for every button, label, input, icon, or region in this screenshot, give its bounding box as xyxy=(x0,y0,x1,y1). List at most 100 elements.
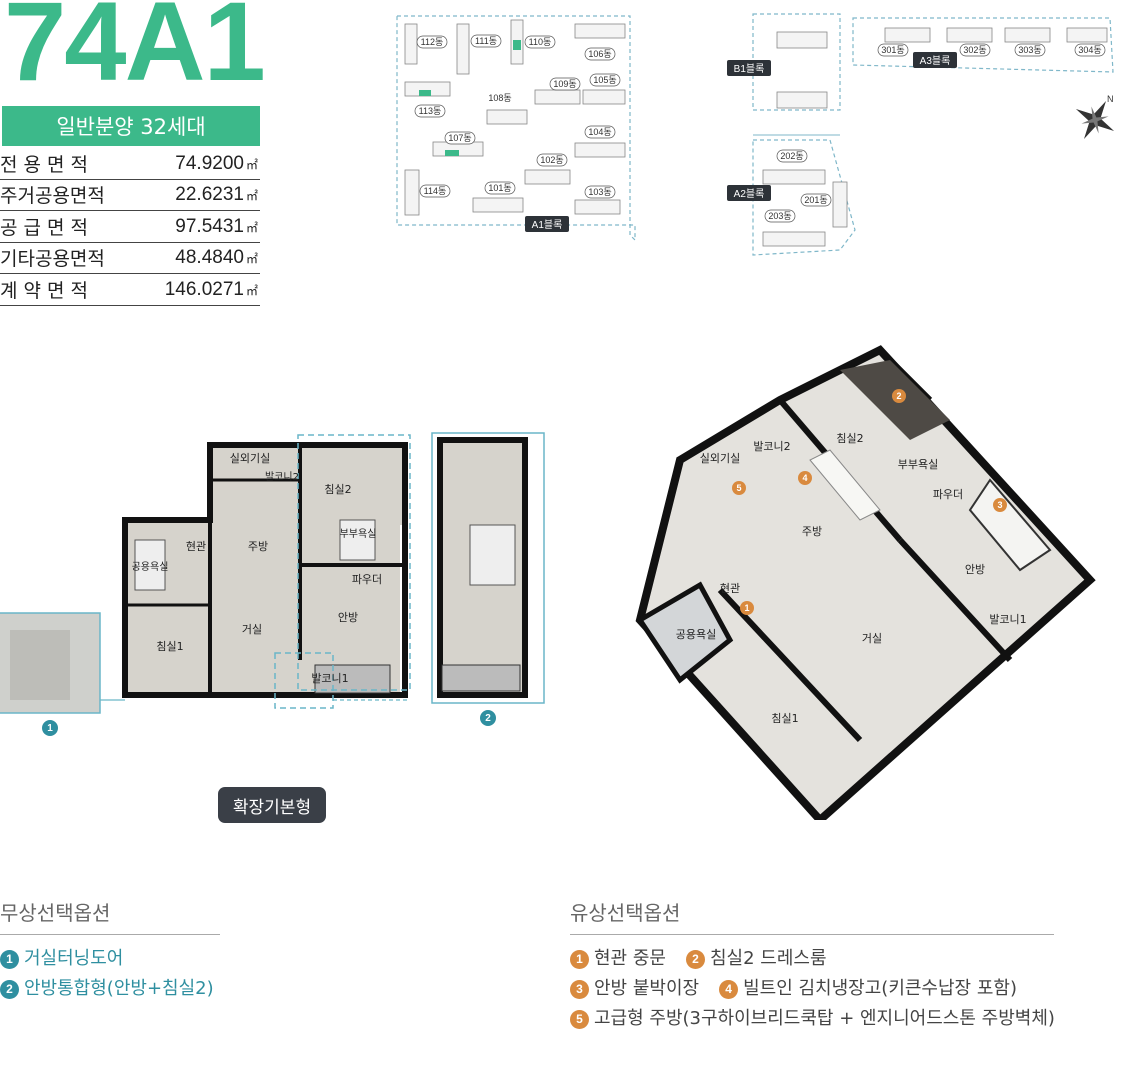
building-label: 303동 xyxy=(1014,43,1046,57)
building-shape xyxy=(486,109,528,125)
3d-marker-5: 5 xyxy=(736,483,741,493)
option-number: 1 xyxy=(0,949,19,969)
option2-zone xyxy=(297,434,411,691)
building-shape xyxy=(472,197,524,213)
floor-plan-3d: 실외기실 발코니2 침실2 부부욕실 파우더 주방 안방 현관 공용욕실 거실 … xyxy=(635,345,1096,820)
room-label-master: 안방 xyxy=(338,611,358,624)
option-text: 거실터닝도어 xyxy=(24,948,124,969)
svg-text:111동: 111동 xyxy=(475,36,497,46)
3d-marker-circle xyxy=(732,481,746,495)
building-shape xyxy=(1004,27,1051,43)
option-marker-1: 1 xyxy=(42,720,58,736)
option-number: 2 xyxy=(0,979,19,999)
svg-text:B1블록: B1블록 xyxy=(734,63,765,75)
building-shape xyxy=(574,142,626,158)
option2-detail xyxy=(431,432,545,704)
area-label: 기타공용면적 xyxy=(0,248,105,271)
building-shape xyxy=(762,169,826,185)
svg-text:A1블록: A1블록 xyxy=(532,219,563,231)
area-value: 22.6231 xyxy=(175,184,244,206)
3d-label-bedroom1: 침실1 xyxy=(771,712,798,725)
svg-text:104동: 104동 xyxy=(588,127,611,137)
room-label-utility: 실외기실 xyxy=(230,452,270,465)
option-number: 3 xyxy=(570,979,589,999)
building-shape xyxy=(582,89,626,105)
room-label-master-bath: 부부욕실 xyxy=(340,528,377,540)
svg-text:N: N xyxy=(1107,94,1114,104)
paid-options-divider xyxy=(570,934,1054,935)
type-badge: 확장기본형 xyxy=(218,787,326,823)
option-text: 안방통합형(안방+침실2) xyxy=(24,978,214,999)
3d-label-powder: 파우더 xyxy=(933,488,963,501)
building-shape xyxy=(574,199,621,215)
room-label-balcony1: 발코니1 xyxy=(311,672,348,685)
3d-label-utility: 실외기실 xyxy=(700,452,740,465)
building-shape xyxy=(776,31,828,49)
room-label-living: 거실 xyxy=(242,623,262,636)
area-value: 146.0271 xyxy=(164,278,244,300)
3d-marker-circle xyxy=(892,389,906,403)
building-shape xyxy=(1066,27,1108,43)
building-shape xyxy=(456,23,470,75)
area-unit: ㎡ xyxy=(245,283,258,298)
building-label: 302동 xyxy=(959,43,991,57)
free-options-divider xyxy=(0,934,220,935)
svg-text:101동: 101동 xyxy=(488,183,511,193)
block-label-b1: B1블록 xyxy=(727,60,771,76)
svg-text:202동: 202동 xyxy=(780,151,803,161)
svg-text:103동: 103동 xyxy=(588,187,611,197)
svg-text:108동: 108동 xyxy=(488,93,511,103)
svg-text:301동: 301동 xyxy=(881,45,904,55)
building-label: 304동 xyxy=(1074,43,1106,57)
b1-boundary xyxy=(752,13,841,111)
3d-marker-4: 4 xyxy=(802,473,807,483)
free-options-title: 무상선택옵션 xyxy=(0,901,111,925)
option-text: 고급형 주방(3구하이브리드쿡탑 + 엔지니어드스톤 주방벽체) xyxy=(594,1008,1055,1029)
building-label: 102동 xyxy=(536,153,568,167)
building-label: 105동 xyxy=(589,73,621,87)
highlight-unit xyxy=(419,90,431,96)
area-unit: ㎡ xyxy=(245,157,258,172)
building-shape xyxy=(524,169,571,185)
3d-label-bedroom2: 침실2 xyxy=(836,432,863,445)
option2-detail-balcony xyxy=(441,664,521,692)
plan-walls xyxy=(122,442,408,698)
area-unit: ㎡ xyxy=(245,252,258,267)
svg-text:107동: 107동 xyxy=(448,133,471,143)
building-label: 103동 xyxy=(584,185,616,199)
3d-marker-circle xyxy=(798,471,812,485)
area-label: 공 급 면 적 xyxy=(0,216,89,239)
building-label: 109동 xyxy=(549,77,581,91)
unit-type-title: 74A1 xyxy=(4,0,266,104)
option-number: 4 xyxy=(719,979,739,999)
building-shape xyxy=(946,27,993,43)
block-label-a1: A1블록 xyxy=(525,216,569,232)
svg-text:A3블록: A3블록 xyxy=(920,55,951,67)
room-label-kitchen: 주방 xyxy=(248,540,268,553)
area-value: 97.5431 xyxy=(175,215,244,237)
3d-label-balcony1: 발코니1 xyxy=(989,613,1026,626)
option-text: 현관 중문 xyxy=(594,948,666,969)
building-label: 202동 xyxy=(776,149,808,163)
room-label-common-bath: 공용욕실 xyxy=(132,561,169,573)
building-label: 101동 xyxy=(484,181,516,195)
building-label: 111동 xyxy=(470,34,502,48)
option2-detail-bath xyxy=(469,524,516,586)
3d-label-kitchen: 주방 xyxy=(802,525,822,538)
floor-plan-2d: 실외기실 발코니2 침실2 현관 주방 부부욕실 공용욕실 파우더 거실 안방 … xyxy=(0,432,545,714)
svg-text:303동: 303동 xyxy=(1018,45,1041,55)
3d-marker-circle xyxy=(740,601,754,615)
building-label: 113동 xyxy=(414,104,446,118)
option-number: 5 xyxy=(570,1009,589,1029)
svg-text:110동: 110동 xyxy=(529,37,552,47)
